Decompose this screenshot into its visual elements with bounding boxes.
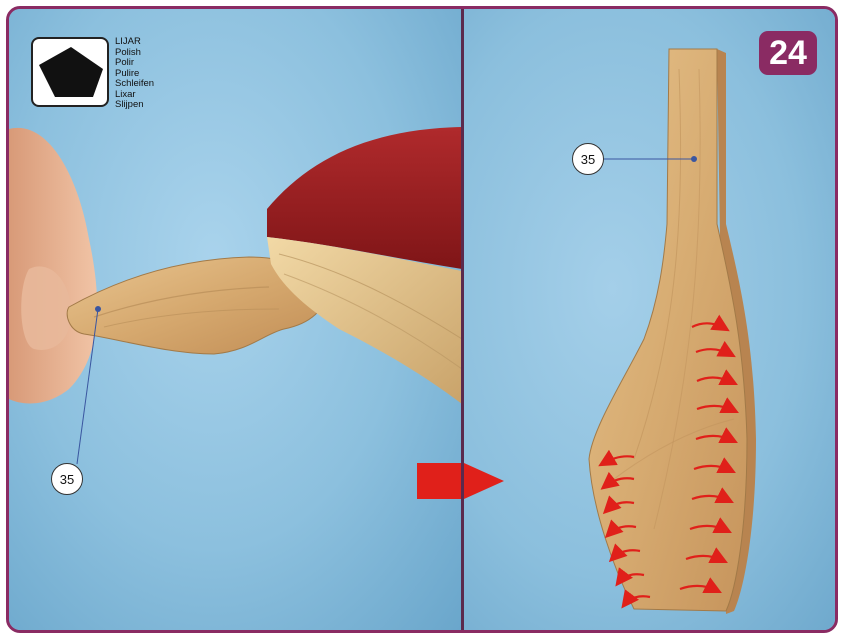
instruction-frame: LIJAR Polish Polir Pulire Schleifen Lixa… [6,6,838,633]
legend-label: LIJAR [115,37,154,48]
next-step-arrow [417,463,462,499]
finger-shape [9,128,97,404]
right-photo-panel: 35 24 [464,9,835,630]
sandpaper-sheet-icon [31,37,109,107]
legend-label: Polir [115,58,154,69]
next-step-arrow-tip [464,463,504,499]
legend-label: Schleifen [115,79,154,90]
part-callout-left: 35 [51,463,83,495]
part-callout-right: 35 [572,143,604,175]
callout-dot-right [691,156,697,162]
step-number-badge: 24 [759,31,817,75]
legend-label: Slijpen [115,100,154,111]
callout-dot-left [95,306,101,312]
left-photo-panel: LIJAR Polish Polir Pulire Schleifen Lixa… [9,9,462,630]
legend-labels: LIJAR Polish Polir Pulire Schleifen Lixa… [115,37,154,111]
tool-legend: LIJAR Polish Polir Pulire Schleifen Lixa… [31,37,154,111]
